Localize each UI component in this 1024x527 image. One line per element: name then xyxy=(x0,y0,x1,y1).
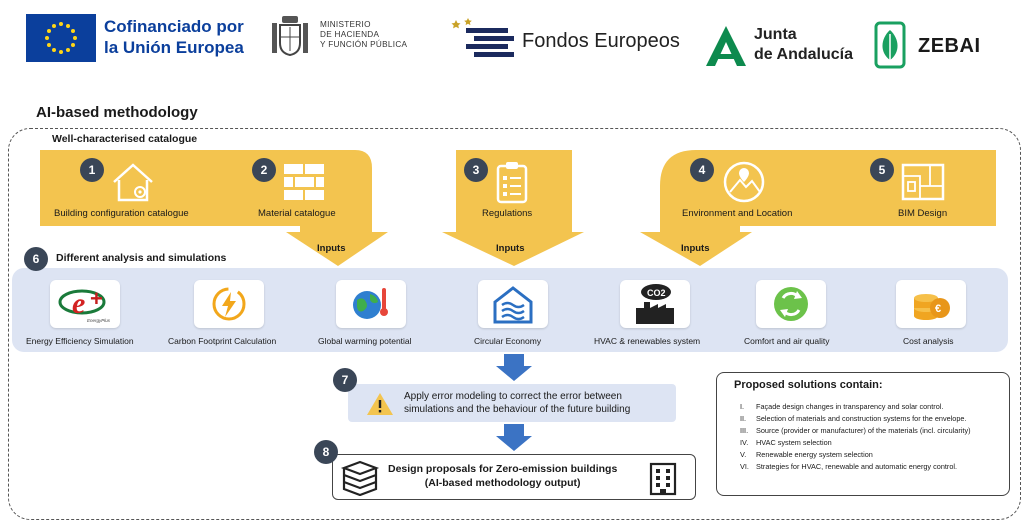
analysis-label-energy-efficiency: Energy Efficiency Simulation xyxy=(26,336,134,346)
ministry-text: MINISTERIO DE HACIENDA Y FUNCIÓN PÚBLICA xyxy=(320,20,408,49)
analysis-label-comfort-air: Comfort and air quality xyxy=(744,336,830,346)
list-item: III.Source (provider or manufacturer) of… xyxy=(740,426,971,436)
analysis-label-carbon-footprint: Carbon Footprint Calculation xyxy=(168,336,277,346)
step-number-8: 8 xyxy=(314,440,338,464)
landscape-location-icon xyxy=(722,160,766,209)
step-number-2: 2 xyxy=(252,158,276,182)
eu-cofinanced-text: Cofinanciado por la Unión Europea xyxy=(104,17,244,57)
step-number-3: 3 xyxy=(464,158,488,182)
input-label-regulations: Regulations xyxy=(482,208,533,219)
down-arrow-1 xyxy=(496,354,532,381)
svg-text:CO2: CO2 xyxy=(647,288,666,298)
globe-thermometer-icon xyxy=(336,280,406,328)
building-icon xyxy=(648,462,678,501)
analysis-label-cost-analysis: Cost analysis xyxy=(903,336,954,346)
coins-euro-icon: € xyxy=(896,280,966,328)
eu-flag-logo xyxy=(26,14,96,62)
proposed-solutions-box xyxy=(716,372,1010,496)
analysis-section-label: Different analysis and simulations xyxy=(56,252,227,264)
junta-andalucia-text: Junta de Andalucía xyxy=(754,26,853,63)
svg-text:+: + xyxy=(90,286,103,311)
design-proposals-text: Design proposals for Zero-emission build… xyxy=(388,463,618,489)
step-number-1: 1 xyxy=(80,158,104,182)
analysis-label-hvac-renewables: HVAC & renewables system xyxy=(594,336,701,346)
analysis-label-global-warming: Global warming potential xyxy=(318,336,412,346)
inputs-label-right: Inputs xyxy=(681,243,710,254)
list-item: IV.HVAC system selection xyxy=(740,438,832,448)
spain-crest-logo xyxy=(268,13,312,61)
svg-text:€: € xyxy=(935,303,941,315)
svg-text:e: e xyxy=(72,287,85,320)
proposed-solutions-title: Proposed solutions contain: xyxy=(734,379,883,391)
blueprint-icon xyxy=(900,162,946,207)
error-modeling-text: Apply error modeling to correct the erro… xyxy=(404,391,631,415)
inputs-label-center: Inputs xyxy=(496,243,525,254)
catalogue-section-label: Well-characterised catalogue xyxy=(52,133,198,145)
warning-icon xyxy=(366,392,394,421)
step-number-4: 4 xyxy=(690,158,714,182)
input-label-bim-design: BIM Design xyxy=(898,208,948,219)
page-title: AI-based methodology xyxy=(36,104,198,121)
zebai-text: ZEBAI xyxy=(918,35,981,57)
error-modeling-box xyxy=(348,384,676,422)
recycle-arrows-icon xyxy=(756,280,826,328)
step-number-7: 7 xyxy=(333,368,357,392)
fondos-europeos-flag-icon xyxy=(448,18,516,64)
zebai-leaf-icon xyxy=(873,20,907,70)
house-waves-icon xyxy=(478,280,548,328)
input-label-building-configuration: Building configuration catalogue xyxy=(54,208,189,219)
lightning-cycle-icon xyxy=(194,280,264,328)
inputs-label-left: Inputs xyxy=(317,243,346,254)
fondos-europeos-text: Fondos Europeos xyxy=(522,30,680,52)
list-item: V.Renewable energy system selection xyxy=(740,450,873,460)
layers-stack-icon xyxy=(340,460,380,501)
input-label-environment-location: Environment and Location xyxy=(682,208,793,219)
bricks-icon xyxy=(282,162,326,207)
list-item: I.Façade design changes in transparency … xyxy=(740,402,944,411)
input-band-right xyxy=(640,150,996,266)
clipboard-checklist-icon xyxy=(494,160,530,209)
proposed-solutions-list: I.Façade design changes in transparency … xyxy=(740,402,1006,475)
step-number-5: 5 xyxy=(870,158,894,182)
step-number-6: 6 xyxy=(24,247,48,271)
down-arrow-2 xyxy=(496,424,532,451)
junta-andalucia-logo-icon xyxy=(702,24,750,68)
analysis-label-circular-economy: Circular Economy xyxy=(474,336,542,346)
energyplus-logo-text: EnergyPlus xyxy=(87,318,111,323)
co2-factory-icon: CO2 xyxy=(620,280,690,328)
input-label-material-catalogue: Material catalogue xyxy=(258,208,336,219)
house-gear-icon xyxy=(110,160,156,209)
design-proposals-box xyxy=(332,454,696,500)
energyplus-logo-icon: e + EnergyPlus xyxy=(50,280,120,328)
list-item: VI.Strategies for HVAC, renewable and au… xyxy=(740,462,958,472)
list-item: II.Selection of materials and constructi… xyxy=(740,414,967,424)
methodology-frame xyxy=(8,128,1021,520)
